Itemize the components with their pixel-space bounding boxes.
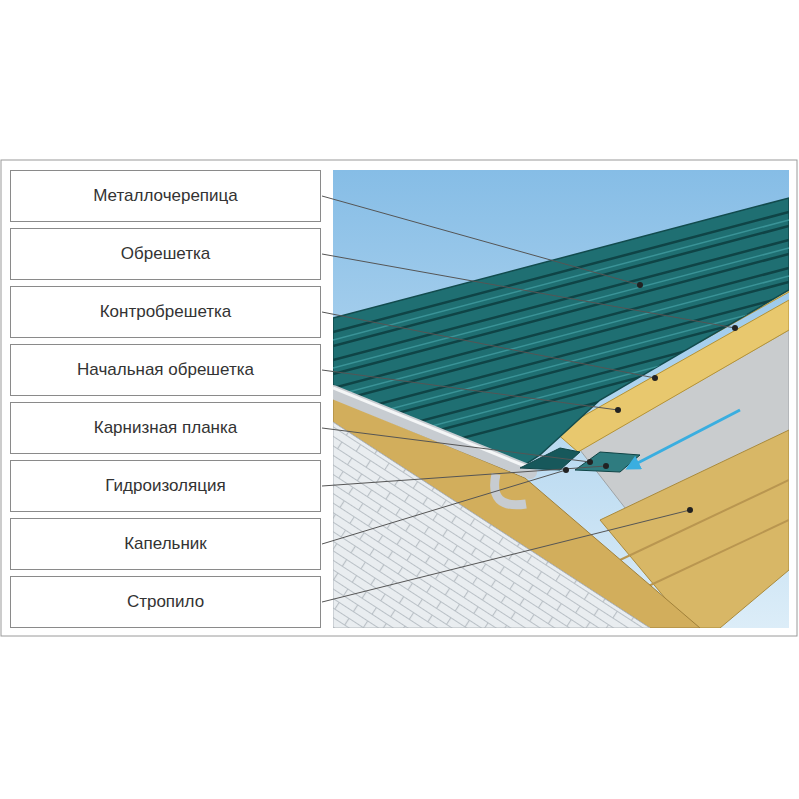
part-name: Гидроизоляция [105,476,225,496]
label-box: Карнизная планка [10,402,321,454]
part-name: Карнизная планка [94,418,238,438]
part-name: Обрешетка [121,244,210,264]
label-box: Гидроизоляция [10,460,321,512]
label-box: Металлочерепица [10,170,321,222]
part-name: Контробрешетка [100,302,232,322]
leader-dots [563,282,738,513]
label-box: Начальная обрешетка [10,344,321,396]
gutter-bracket [495,474,526,505]
airflow-arrow [628,410,740,468]
part-name: Капельник [124,534,207,554]
drip-edge [575,452,640,472]
eave-strip [520,448,580,470]
label-box: Обрешетка [10,228,321,280]
label-box: Капельник [10,518,321,570]
part-name: Начальная обрешетка [77,360,254,380]
part-name: Стропило [127,592,204,612]
sky [333,170,789,628]
part-name: Металлочерепица [93,186,238,206]
label-box: Контробрешетка [10,286,321,338]
leader-lines [322,196,735,602]
label-box: Стропило [10,576,321,628]
gutter [333,392,530,472]
illustration [333,170,789,628]
metal-tile [333,198,789,468]
outer-frame [1,160,797,636]
